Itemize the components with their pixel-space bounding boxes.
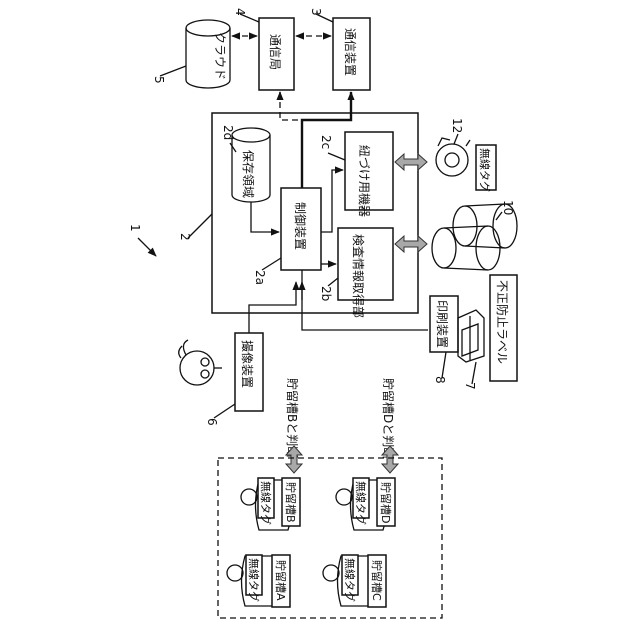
leader-tanks bbox=[496, 212, 502, 220]
ref-system: 1 bbox=[128, 224, 142, 232]
ref-storage: 2d bbox=[221, 125, 235, 140]
tank-b-label: 貯留槽B bbox=[284, 482, 297, 523]
ref-label: 7 bbox=[463, 382, 477, 390]
ref-cloud: 5 bbox=[152, 76, 166, 84]
printer-icon bbox=[458, 310, 484, 362]
ref-tanks: 10 bbox=[501, 200, 515, 215]
ref-control: 2a bbox=[253, 270, 267, 285]
tag-d-label: 無線タグ bbox=[354, 481, 368, 525]
inspection-info-label: 検査情報取得部 bbox=[351, 234, 366, 318]
leader-cloud bbox=[160, 66, 186, 76]
comm-station-label: 通信局 bbox=[268, 34, 282, 70]
tank-a-label: 貯留槽A bbox=[274, 560, 287, 601]
person-icon bbox=[179, 340, 222, 385]
leader-imaging bbox=[214, 404, 235, 418]
comm-device-label: 通信装置 bbox=[343, 28, 357, 76]
tag-b-label: 無線タグ bbox=[259, 481, 273, 525]
leader-comm-device bbox=[316, 14, 333, 22]
anti-fraud-label: 不正防止ラベル bbox=[495, 280, 510, 364]
leader-system bbox=[138, 238, 156, 256]
printing-device-label: 印刷装置 bbox=[435, 300, 449, 348]
leader-printer bbox=[442, 352, 446, 378]
ref-printer: 8 bbox=[433, 376, 447, 384]
ref-tag: 12 bbox=[450, 118, 464, 133]
control-device-label: 制御装置 bbox=[293, 202, 308, 250]
tag-a-label: 無線タグ bbox=[247, 558, 261, 602]
ref-inspection: 2b bbox=[319, 286, 333, 301]
imaging-device-label: 撮像装置 bbox=[240, 340, 254, 388]
tag-c-label: 無線タグ bbox=[343, 558, 357, 602]
linking-device-label-1: 紐づけ用機器 bbox=[357, 145, 372, 217]
ref-imaging: 6 bbox=[205, 418, 219, 426]
leader-tag bbox=[454, 134, 458, 144]
cloud-label: クラウド bbox=[213, 32, 227, 80]
wireless-tag-icon bbox=[436, 138, 470, 176]
tank-d-label: 貯留槽D bbox=[379, 482, 392, 523]
tag-label: 無線タグ bbox=[478, 148, 492, 192]
tank-c-label: 貯留槽C bbox=[370, 560, 383, 601]
leader-comm-station bbox=[240, 14, 259, 22]
ref-linking: 2c bbox=[319, 135, 333, 149]
leader-label bbox=[472, 362, 476, 384]
storage-area-label: 保存領域 bbox=[241, 150, 256, 198]
judge-b-label: 貯留槽Bと判断 bbox=[285, 378, 300, 458]
leader-device bbox=[188, 214, 212, 238]
